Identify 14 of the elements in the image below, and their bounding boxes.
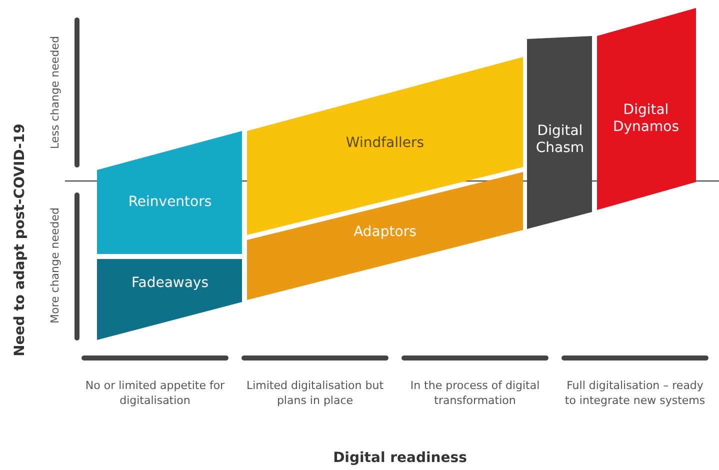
axis-title: Need to adapt post-COVID-19 — [11, 122, 29, 358]
category-label: No or limited appetite for digitalisation — [84, 378, 226, 408]
axis-title: Digital readiness — [332, 449, 468, 467]
axis-label: More change needed — [48, 206, 62, 325]
category-label: Full digitalisation – ready to integrate new systems — [564, 378, 706, 408]
category-label: Limited digitalisation but plans in place — [245, 378, 385, 408]
segment-label: Windfallers — [344, 135, 426, 152]
segment-label: Digital Chasm — [534, 123, 586, 157]
segment-label: Adaptors — [352, 224, 418, 241]
segment-label: Reinventors — [127, 194, 213, 211]
axis-label: Less change needed — [48, 34, 62, 150]
category-label: In the process of digital transformation — [409, 378, 541, 408]
segment-label: Digital Dynamos — [612, 102, 680, 136]
segment-label: Fadeaways — [130, 275, 210, 292]
